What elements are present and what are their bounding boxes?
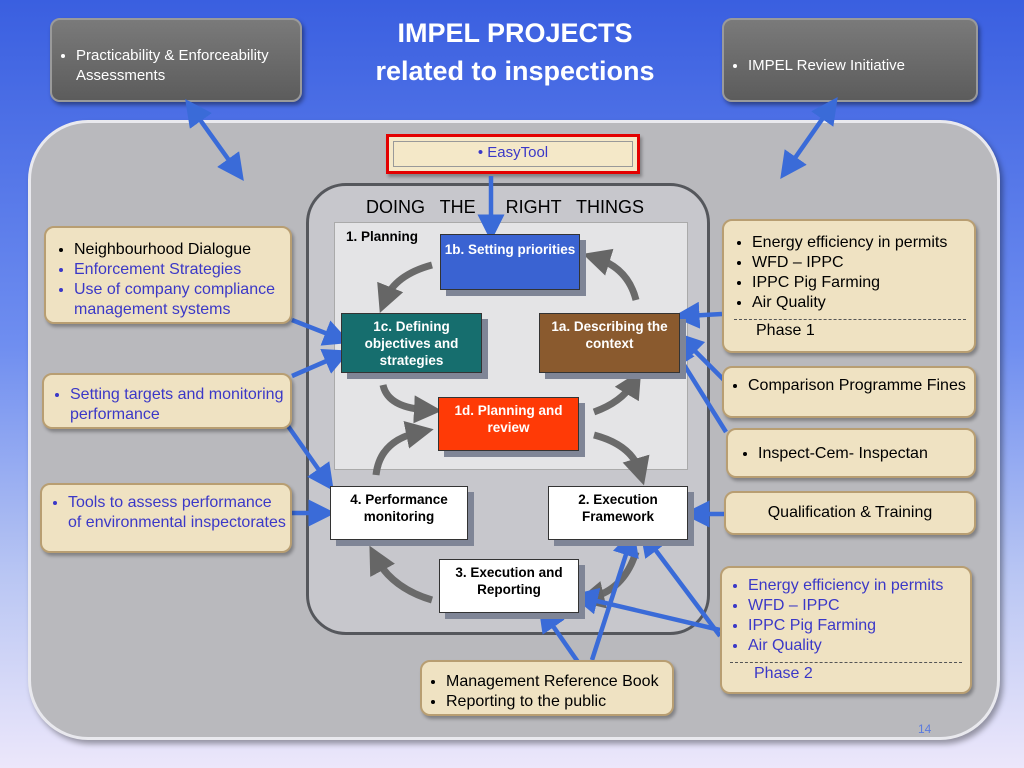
left-box-item: Setting targets and monitoring performan… <box>70 385 286 425</box>
left-box-item: Use of company compliance management sys… <box>74 280 286 320</box>
phase2-label: Phase 2 <box>754 665 813 682</box>
phase2-item: Energy efficiency in permits <box>748 576 966 596</box>
node-4-performance-monitoring: 4. Performance monitoring <box>330 486 468 540</box>
slide-title: IMPEL PROJECTS related to inspections <box>300 14 730 90</box>
phase1-divider <box>734 319 966 320</box>
phase2-item: WFD – IPPC <box>748 596 966 616</box>
right-box-phase1: Energy efficiency in permits WFD – IPPC … <box>722 219 976 353</box>
node-1b-setting-priorities: 1b. Setting priorities <box>440 234 580 290</box>
phase1-item: Air Quality <box>752 293 970 313</box>
node-1a-describing-context: 1a. Describing the context <box>539 313 680 373</box>
phase2-item: IPPC Pig Farming <box>748 616 966 636</box>
bottom-box-reference: Management Reference Book Reporting to t… <box>420 660 674 716</box>
title-line-2: related to inspections <box>375 56 655 86</box>
bottom-box-item: Reporting to the public <box>446 692 670 712</box>
inspect-item: Inspect-Cem- Inspectan <box>758 444 970 464</box>
node-1d-planning-review: 1d. Planning and review <box>438 397 579 451</box>
phase2-item: Air Quality <box>748 636 966 656</box>
right-box-qualification: Qualification & Training <box>724 491 976 535</box>
easytool-box: • EasyTool <box>386 134 640 174</box>
phase1-item: IPPC Pig Farming <box>752 273 970 293</box>
phase1-item: WFD – IPPC <box>752 253 970 273</box>
bottom-box-item: Management Reference Book <box>446 672 670 692</box>
left-box-item: Neighbourhood Dialogue <box>74 240 286 260</box>
page-number: 14 <box>918 722 932 736</box>
top-left-item: Practicability & Enforceability Assessme… <box>76 46 294 86</box>
node-1c-defining-objectives: 1c. Defining objectives and strategies <box>341 313 482 373</box>
right-box-comparison: Comparison Programme Fines <box>722 366 976 418</box>
top-right-item: IMPEL Review Initiative <box>748 56 970 76</box>
planning-label: 1. Planning <box>346 229 419 244</box>
title-line-1: IMPEL PROJECTS <box>397 18 633 48</box>
right-box-inspect: Inspect-Cem- Inspectan <box>726 428 976 478</box>
blue-connectors <box>185 96 838 664</box>
left-box-item: Enforcement Strategies <box>74 260 286 280</box>
inner-heading: DOING THE RIGHT THINGS <box>365 197 645 217</box>
easytool-label: EasyTool <box>487 144 549 161</box>
right-box-phase2: Energy efficiency in permits WFD – IPPC … <box>720 566 972 694</box>
node-2-execution-framework: 2. Execution Framework <box>548 486 688 540</box>
left-box-dialogue: Neighbourhood Dialogue Enforcement Strat… <box>44 226 292 324</box>
phase2-divider <box>730 662 962 663</box>
left-box-tools: Tools to assess performance of environme… <box>40 483 292 553</box>
top-right-box: IMPEL Review Initiative <box>722 18 978 102</box>
comparison-item: Comparison Programme Fines <box>748 376 970 396</box>
left-box-item: Tools to assess performance of environme… <box>68 493 286 533</box>
qualification-label: Qualification & Training <box>767 504 933 521</box>
left-box-targets: Setting targets and monitoring performan… <box>42 373 292 429</box>
node-3-execution-reporting: 3. Execution and Reporting <box>439 559 579 613</box>
phase1-label: Phase 1 <box>756 322 815 339</box>
phase1-item: Energy efficiency in permits <box>752 233 970 253</box>
top-left-box: Practicability & Enforceability Assessme… <box>50 18 302 102</box>
